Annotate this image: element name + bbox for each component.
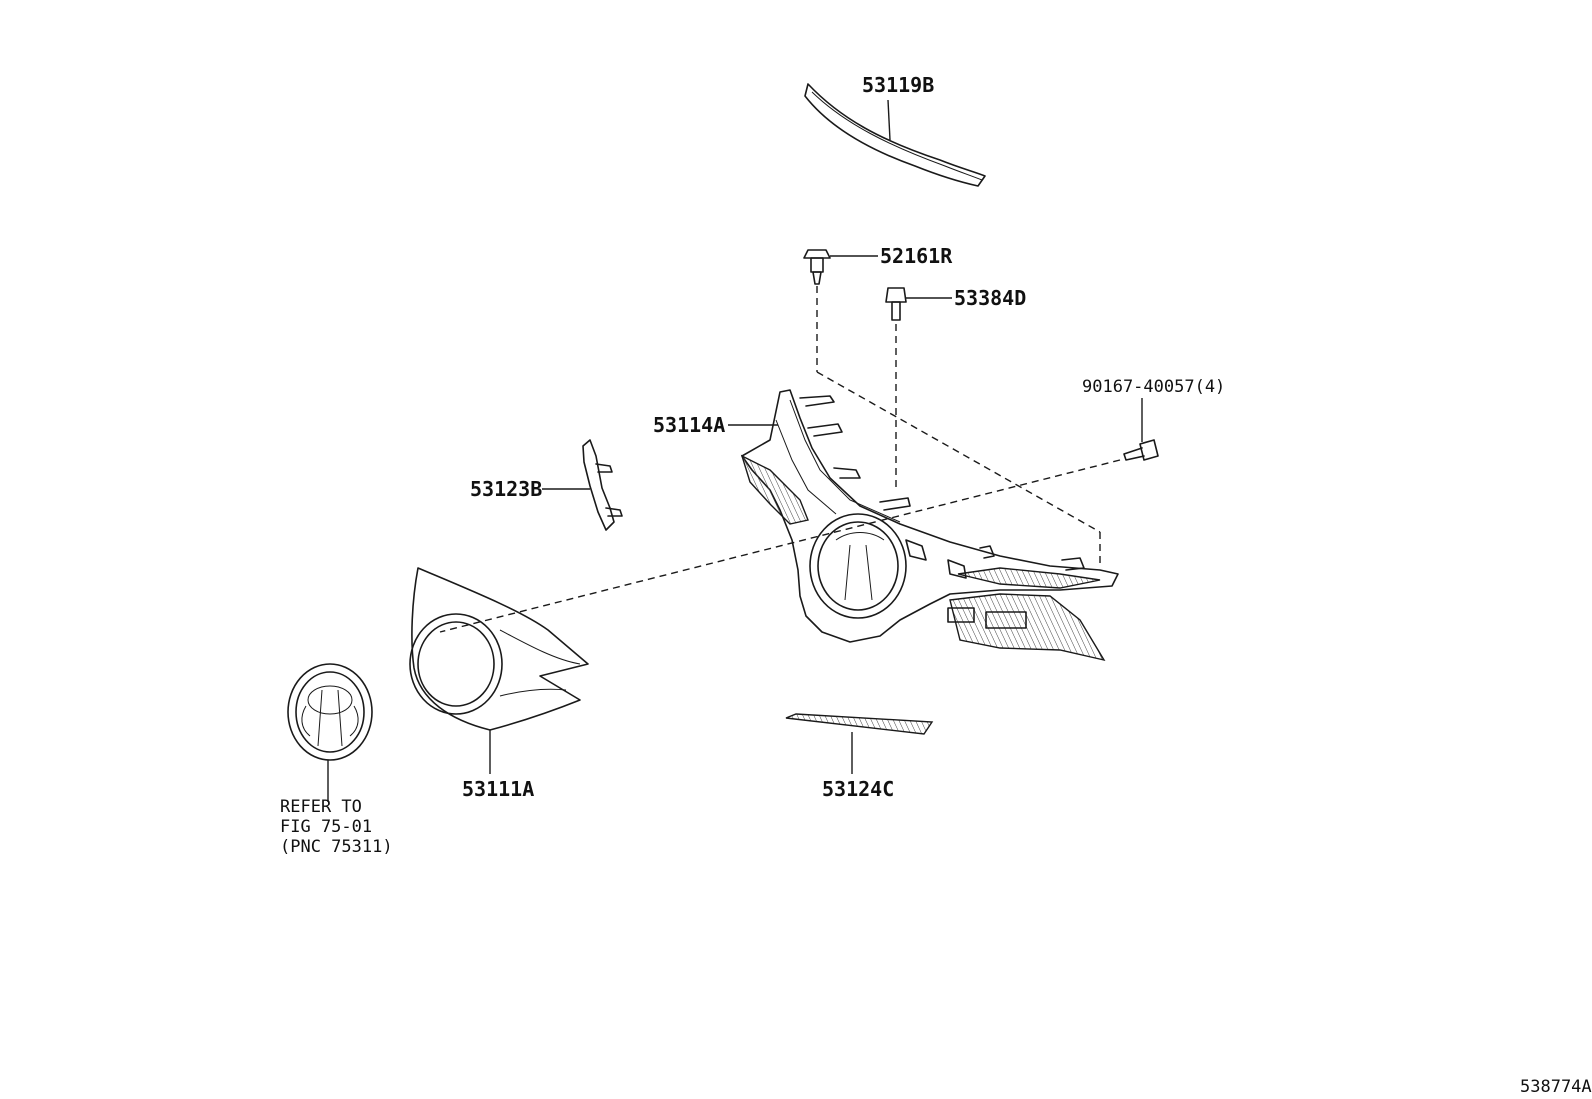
grille-frame-53111A — [409, 567, 589, 774]
label-90167-40057: 90167-40057(4) — [1082, 377, 1225, 397]
molding-strip-53119B — [804, 83, 986, 187]
figure-id: 538774A — [1520, 1077, 1592, 1097]
label-53123B: 53123B — [470, 477, 542, 501]
screw-icon — [885, 287, 952, 488]
reference-line-1: REFER TO — [280, 797, 362, 817]
label-53119B: 53119B — [862, 73, 934, 97]
radiator-grille-53114A — [728, 389, 1119, 662]
label-53124C: 53124C — [822, 777, 894, 801]
label-53111A: 53111A — [462, 777, 534, 801]
toyota-emblem-icon — [287, 663, 373, 802]
clip-icon — [803, 249, 878, 372]
label-53384D: 53384D — [954, 286, 1026, 310]
assembly-dashed-lines — [816, 371, 1101, 568]
bracket-53123B — [542, 439, 623, 531]
reference-line-3: (PNC 75311) — [280, 837, 393, 857]
label-53114A: 53114A — [653, 413, 725, 437]
lower-strip-53124C — [785, 713, 934, 774]
bolt-90167-40057 — [439, 398, 1159, 633]
reference-line-2: FIG 75-01 — [280, 817, 372, 837]
label-52161R: 52161R — [880, 244, 953, 268]
